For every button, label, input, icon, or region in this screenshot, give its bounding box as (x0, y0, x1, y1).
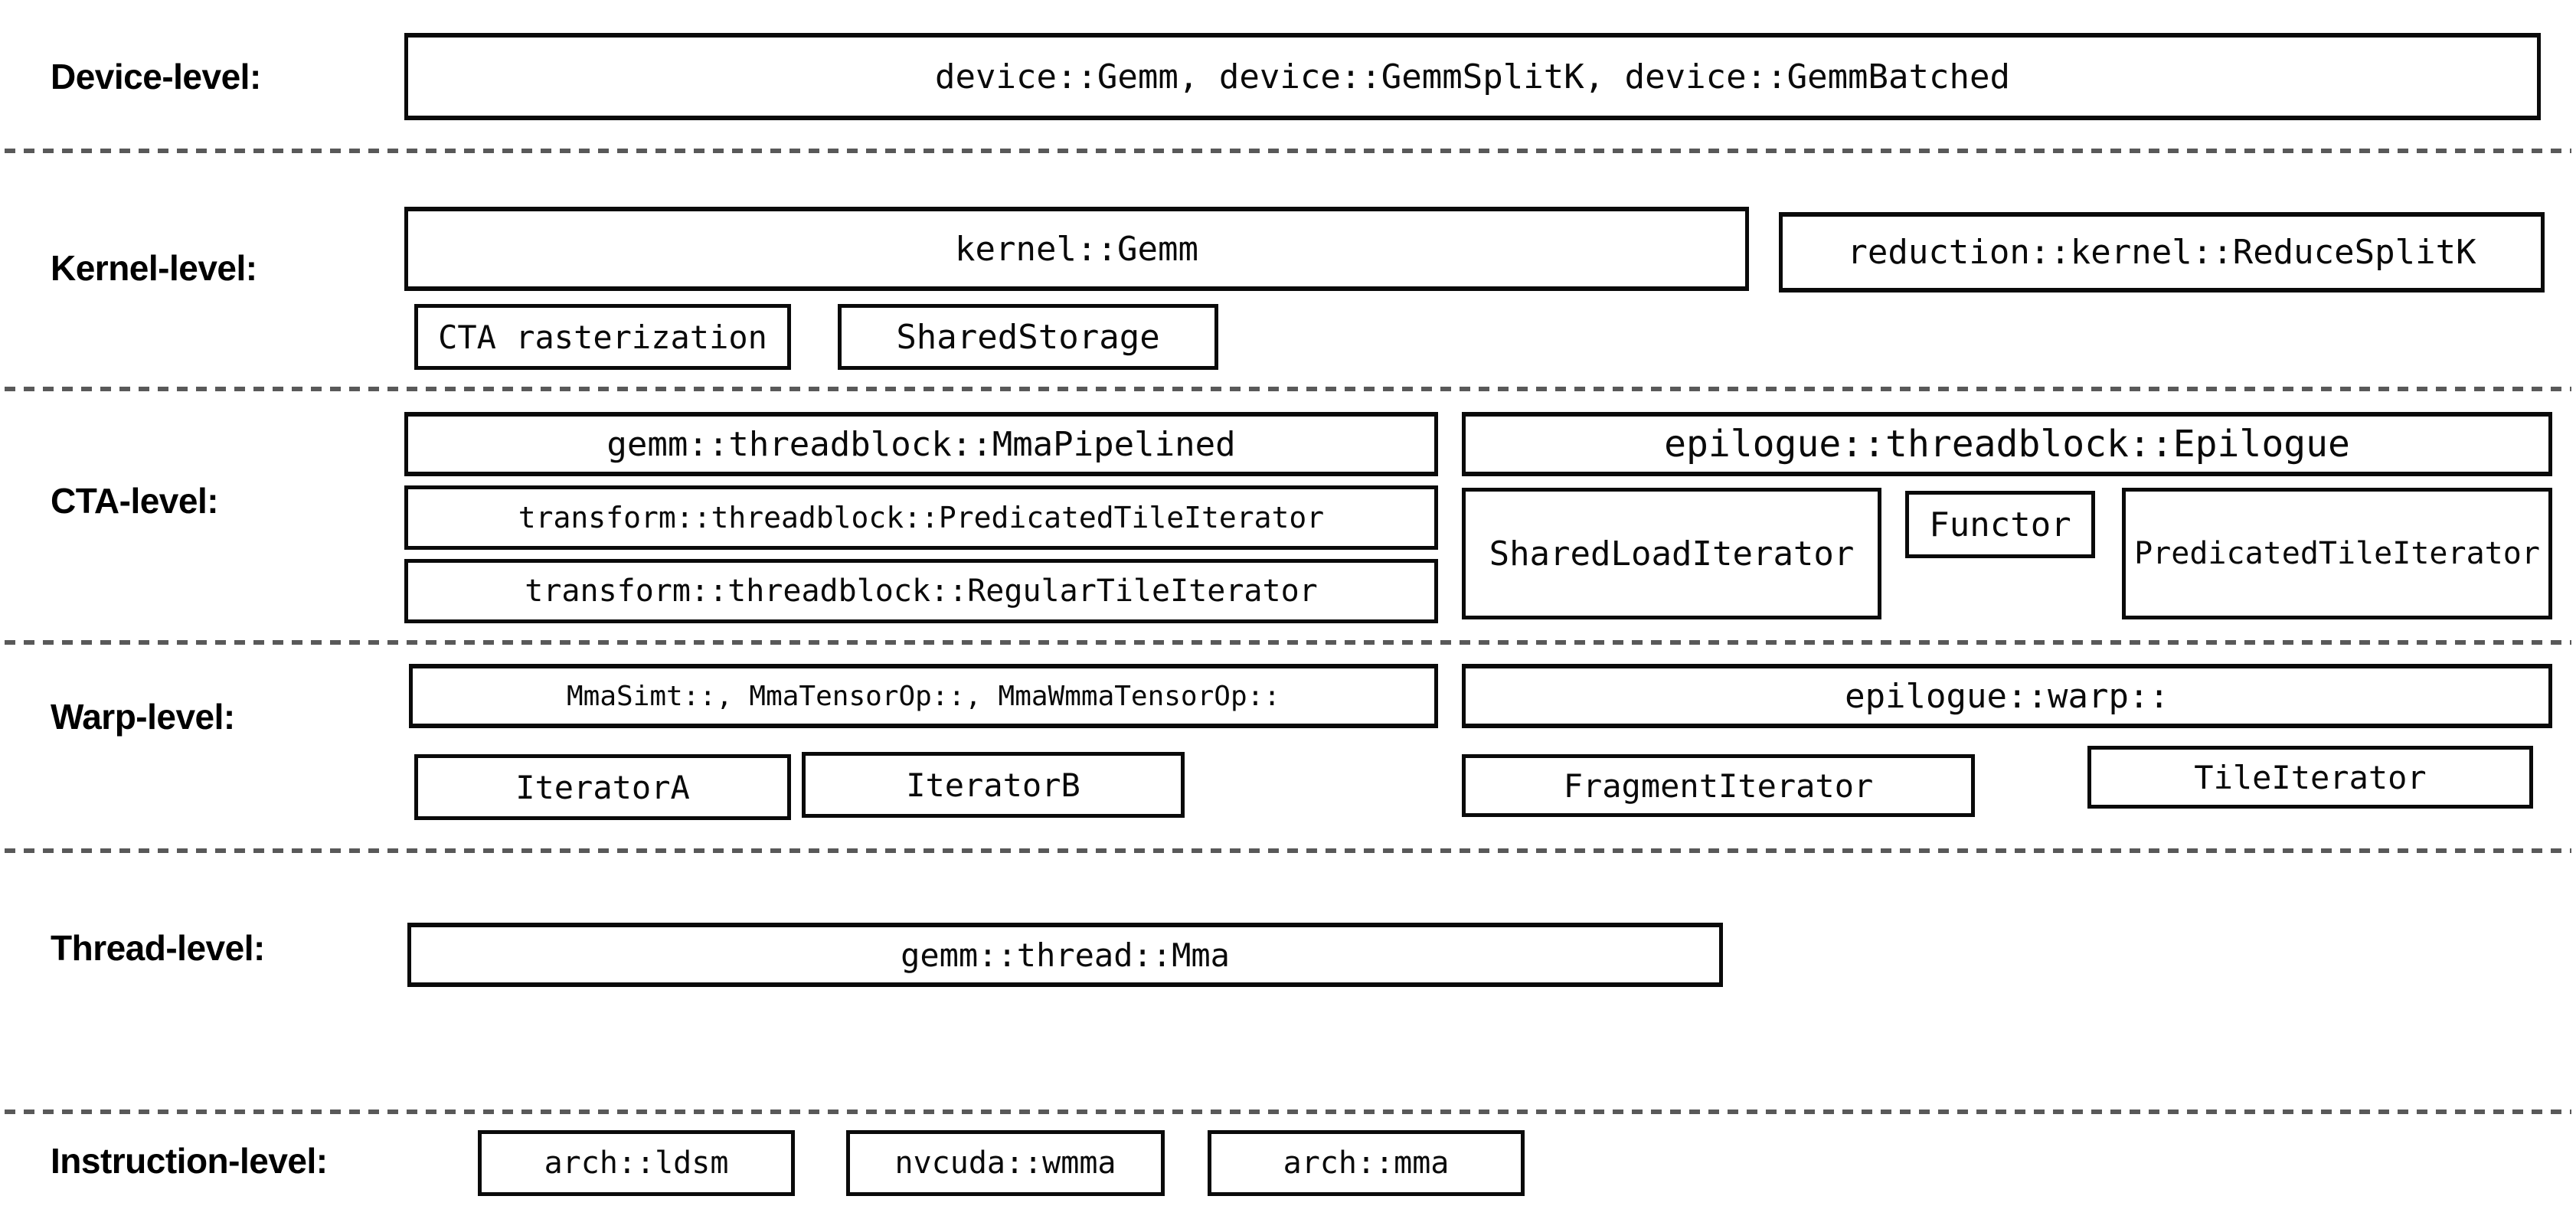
box-gemm-threadblock-mmapipelined: gemm::threadblock::MmaPipelined (404, 412, 1438, 476)
box-arch-ldsm: arch::ldsm (478, 1130, 795, 1196)
level-label-kernel: Kernel-level: (51, 248, 257, 288)
box-transform-threadblock-predicatedtileiterator: transform::threadblock::PredicatedTileIt… (404, 485, 1438, 550)
box-device-gemm: device::Gemm, device::GemmSplitK, device… (404, 33, 2541, 120)
box-mma-simt-tensorop-wmma: MmaSimt::, MmaTensorOp::, MmaWmmaTensorO… (409, 664, 1438, 728)
box-kernel-gemm: kernel::Gemm (404, 207, 1749, 291)
box-iterator-b: IteratorB (802, 752, 1185, 818)
box-arch-mma: arch::mma (1208, 1130, 1525, 1196)
box-gemm-thread-mma: gemm::thread::Mma (407, 923, 1723, 987)
box-iterator-a: IteratorA (414, 754, 791, 820)
box-cta-rasterization: CTA rasterization (414, 304, 791, 370)
separator-thread-instruction (5, 1110, 2571, 1114)
level-label-thread: Thread-level: (51, 928, 265, 968)
level-label-cta: CTA-level: (51, 481, 219, 521)
separator-kernel-cta (5, 387, 2571, 391)
level-label-device: Device-level: (51, 57, 261, 96)
box-fragment-iterator: FragmentIterator (1462, 754, 1975, 817)
level-label-instruction: Instruction-level: (51, 1141, 328, 1181)
box-shared-load-iterator: SharedLoadIterator (1462, 488, 1881, 619)
box-functor: Functor (1905, 491, 2095, 558)
box-predicated-tile-iterator: PredicatedTileIterator (2122, 488, 2552, 619)
box-epilogue-threadblock-epilogue: epilogue::threadblock::Epilogue (1462, 412, 2552, 476)
box-reduction-kernel-reducesplitk: reduction::kernel::ReduceSplitK (1779, 212, 2545, 292)
box-nvcuda-wmma: nvcuda::wmma (846, 1130, 1165, 1196)
separator-device-kernel (5, 149, 2571, 153)
box-transform-threadblock-regulartileiterator: transform::threadblock::RegularTileItera… (404, 559, 1438, 623)
box-shared-storage: SharedStorage (838, 304, 1218, 370)
level-label-warp: Warp-level: (51, 697, 235, 737)
separator-cta-warp (5, 640, 2571, 645)
box-tile-iterator: TileIterator (2087, 746, 2533, 809)
separator-warp-thread (5, 848, 2571, 853)
box-epilogue-warp: epilogue::warp:: (1462, 664, 2552, 728)
